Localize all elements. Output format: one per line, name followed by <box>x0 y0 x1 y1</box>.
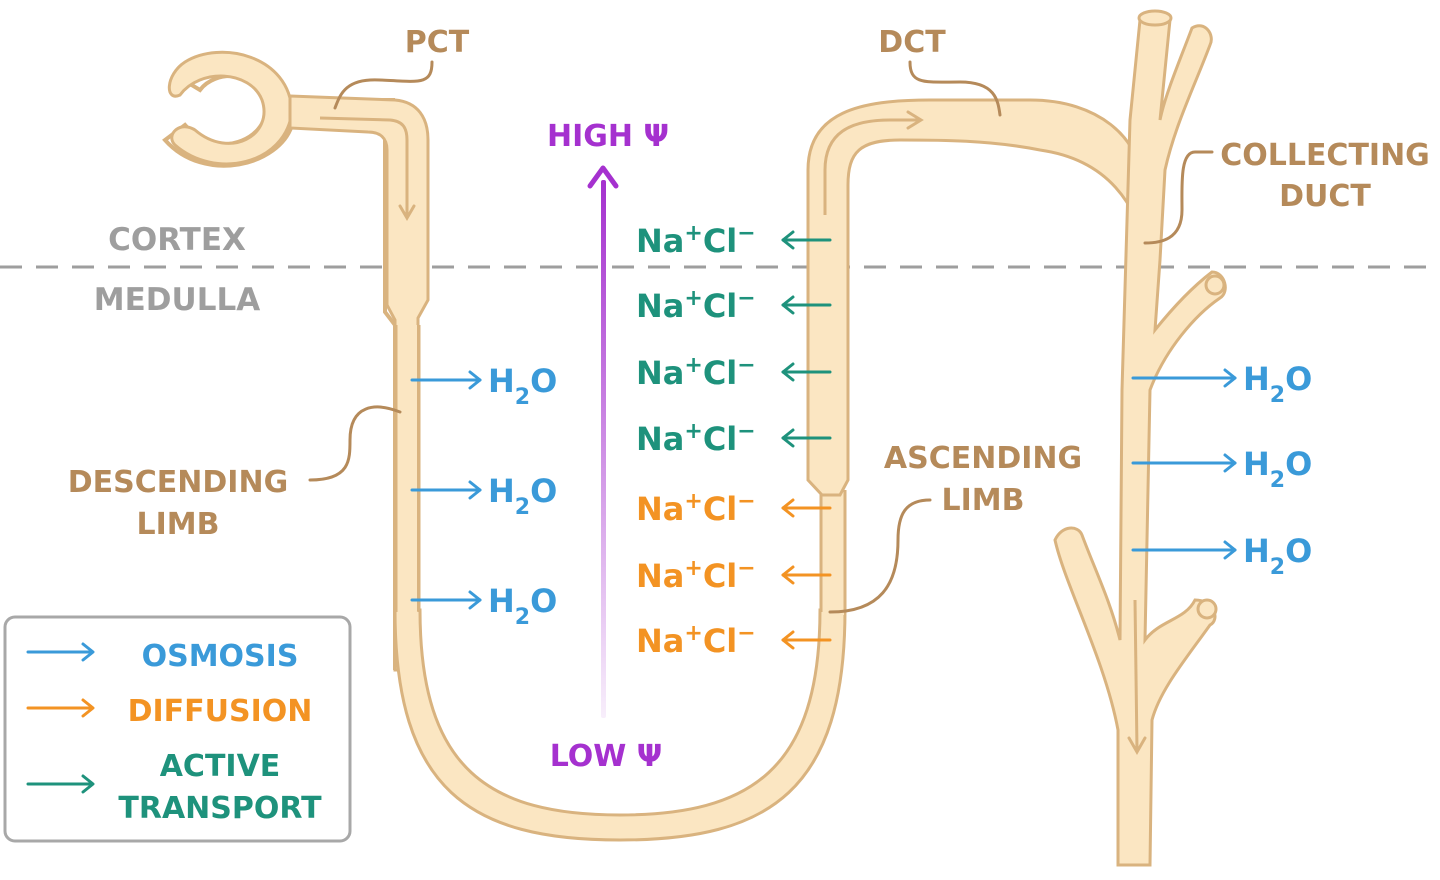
descending-h2o-label-3: H2O <box>488 582 557 630</box>
diffusion-nacl-label-6: Na+Cl− <box>636 556 756 595</box>
descending-osmosis-arrow-2 <box>410 480 482 500</box>
legend-diffusion-label: DIFFUSION <box>128 694 313 729</box>
diffusion-arrow-5 <box>781 498 832 518</box>
legend: OSMOSIS DIFFUSION ACTIVE TRANSPORT <box>3 615 352 843</box>
h2o-subscript: 2 <box>515 605 530 630</box>
medulla-label: MEDULLA <box>94 282 260 318</box>
collecting-h2o-label-2: H2O <box>1243 445 1312 493</box>
collecting-duct-label-line1: COLLECTING <box>1220 138 1430 173</box>
legend-active-arrow <box>26 774 95 794</box>
cortex-label: CORTEX <box>108 222 246 258</box>
active-transport-nacl-label-4: Na+Cl− <box>636 419 756 458</box>
diffusion-nacl-label-7: Na+Cl− <box>636 621 756 660</box>
h2o-o: O <box>1285 360 1312 398</box>
diffusion-nacl-label-5: Na+Cl− <box>636 489 756 528</box>
h2o-h: H <box>488 362 515 400</box>
h2o-subscript: 2 <box>1270 383 1285 408</box>
capsule <box>167 50 294 166</box>
collecting-h2o-label-1: H2O <box>1243 360 1312 408</box>
gradient-arrow-shaft <box>601 180 606 718</box>
low-potential-label: LOW Ψ <box>550 739 663 774</box>
h2o-subscript: 2 <box>515 495 530 520</box>
ascending-limb-label-line1: ASCENDING <box>884 441 1082 476</box>
h2o-o: O <box>530 472 557 510</box>
nephron-ascending-dct <box>806 98 1154 497</box>
flux-layer: H2OH2OH2OH2OH2OH2ONa+Cl−Na+Cl−Na+Cl−Na+C… <box>410 221 1312 660</box>
nephron-pct-descending <box>162 50 430 672</box>
pct-tube <box>288 94 430 672</box>
water-potential-gradient: HIGH Ψ LOW Ψ <box>547 119 669 774</box>
collecting-osmosis-arrow-1 <box>1131 368 1237 388</box>
active-transport-nacl-label-1: Na+Cl− <box>636 221 756 260</box>
high-potential-label: HIGH Ψ <box>547 119 669 154</box>
dct-label: DCT <box>878 25 946 60</box>
h2o-subscript: 2 <box>1270 555 1285 580</box>
active-transport-nacl-label-3: Na+Cl− <box>636 353 756 392</box>
collecting-h2o-label-3: H2O <box>1243 532 1312 580</box>
h2o-o: O <box>1285 532 1312 570</box>
active-transport-arrow-4 <box>781 428 832 448</box>
dct-leader <box>908 60 1002 117</box>
legend-osmosis-arrow <box>26 642 95 662</box>
descending-osmosis-arrow-3 <box>410 590 482 610</box>
collecting-osmosis-arrow-3 <box>1131 540 1237 560</box>
h2o-h: H <box>1243 445 1270 483</box>
descending-h2o-label-2: H2O <box>488 472 557 520</box>
h2o-h: H <box>1243 532 1270 570</box>
active-transport-nacl-label-2: Na+Cl− <box>636 286 756 325</box>
descending-limb-label-line2: LIMB <box>137 507 220 542</box>
diffusion-arrow-6 <box>781 565 832 585</box>
descending-h2o-label-1: H2O <box>488 362 557 410</box>
active-transport-arrow-1 <box>781 230 832 250</box>
h2o-h: H <box>488 472 515 510</box>
collecting-duct <box>1053 9 1227 867</box>
h2o-h: H <box>488 582 515 620</box>
legend-diffusion-arrow <box>26 698 95 718</box>
descending-limb-leader <box>308 405 402 482</box>
h2o-subscript: 2 <box>1270 468 1285 493</box>
collecting-duct-leader <box>1143 150 1214 245</box>
legend-active-label-line1: ACTIVE <box>160 749 281 784</box>
ascending-limb-leader <box>828 498 932 614</box>
ascending-limb-label-line2: LIMB <box>942 483 1025 518</box>
legend-osmosis-label: OSMOSIS <box>142 639 299 674</box>
descending-limb-label-line1: DESCENDING <box>68 465 288 500</box>
legend-active-label-line2: TRANSPORT <box>118 791 322 826</box>
h2o-h: H <box>1243 360 1270 398</box>
active-transport-arrow-3 <box>781 362 832 382</box>
gradient-arrow-head <box>587 165 619 189</box>
h2o-o: O <box>530 582 557 620</box>
pct-label: PCT <box>405 25 470 60</box>
pct-leader <box>333 60 434 110</box>
h2o-o: O <box>530 362 557 400</box>
h2o-o: O <box>1285 445 1312 483</box>
h2o-subscript: 2 <box>515 385 530 410</box>
collecting-osmosis-arrow-2 <box>1131 453 1237 473</box>
collecting-duct-label-line2: DUCT <box>1279 179 1371 214</box>
leader-lines <box>308 60 1214 614</box>
diffusion-arrow-7 <box>781 630 832 650</box>
active-transport-arrow-2 <box>781 295 832 315</box>
descending-osmosis-arrow-1 <box>410 370 482 390</box>
